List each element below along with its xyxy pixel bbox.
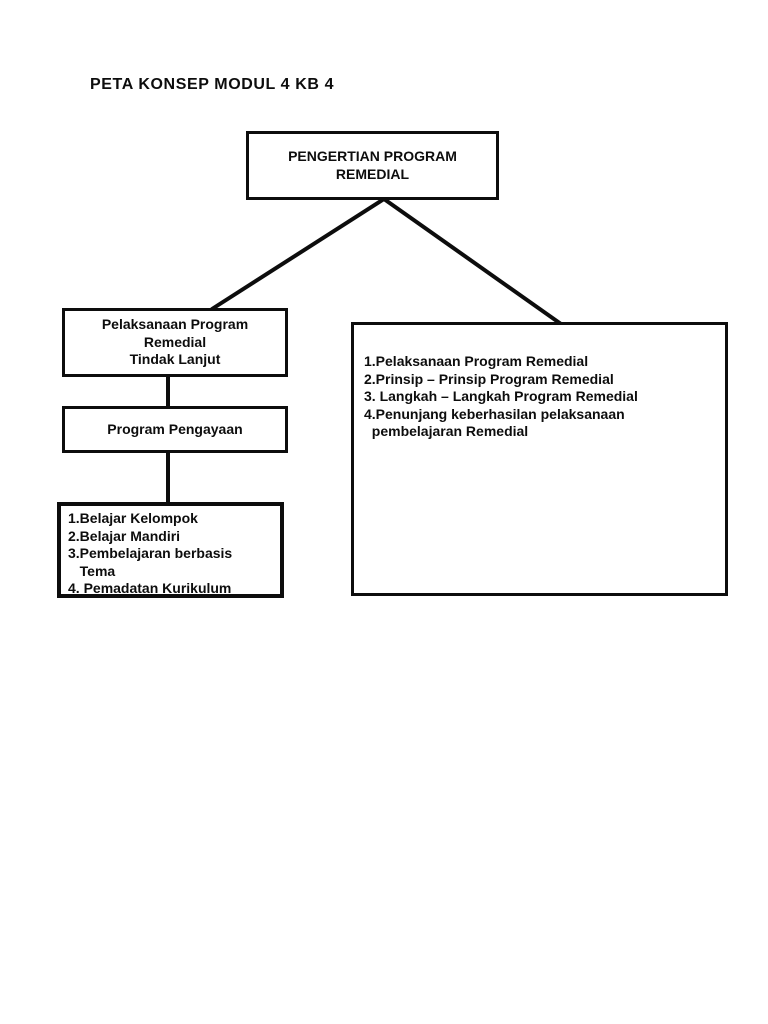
node-text: Program Pengayaan bbox=[107, 420, 243, 437]
node-remedial-topics-list: 1.Pelaksanaan Program Remedial 2.Prinsip… bbox=[351, 322, 728, 596]
connector-diagonal-left bbox=[210, 197, 386, 311]
node-text: PENGERTIAN PROGRAM REMEDIAL bbox=[288, 148, 457, 182]
list-item: 1.Pelaksanaan Program Remedial bbox=[364, 353, 589, 369]
list-item: 2.Belajar Mandiri bbox=[68, 527, 181, 544]
page-title: PETA KONSEP MODUL 4 KB 4 bbox=[90, 76, 335, 93]
list-item: 4.Penunjang keberhasilan pelaksanaan pem… bbox=[364, 405, 625, 440]
list-item: 3. Langkah – Langkah Program Remedial bbox=[364, 388, 638, 404]
connector-diagonal-right bbox=[382, 197, 563, 326]
list-item: 1.Belajar Kelompok bbox=[68, 510, 198, 526]
node-text: Pelaksanaan Program Remedial Tindak Lanj… bbox=[101, 316, 249, 368]
list-item: 2.Prinsip – Prinsip Program Remedial bbox=[364, 370, 614, 387]
connector-vertical-top bbox=[166, 376, 170, 408]
node-program-pengayaan: Program Pengayaan bbox=[62, 406, 288, 453]
connector-vertical-bottom bbox=[166, 451, 170, 504]
node-enrichment-methods-list: 1.Belajar Kelompok 2.Belajar Mandiri 3.P… bbox=[57, 502, 284, 598]
node-pengertian-program-remedial: PENGERTIAN PROGRAM REMEDIAL bbox=[246, 131, 499, 200]
list-item: 3.Pembelajaran berbasis Tema bbox=[68, 545, 233, 579]
node-pelaksanaan-program-remedial-tindak-lanjut: Pelaksanaan Program Remedial Tindak Lanj… bbox=[62, 308, 288, 377]
list-item: 4. Pemadatan Kurikulum bbox=[68, 580, 232, 596]
